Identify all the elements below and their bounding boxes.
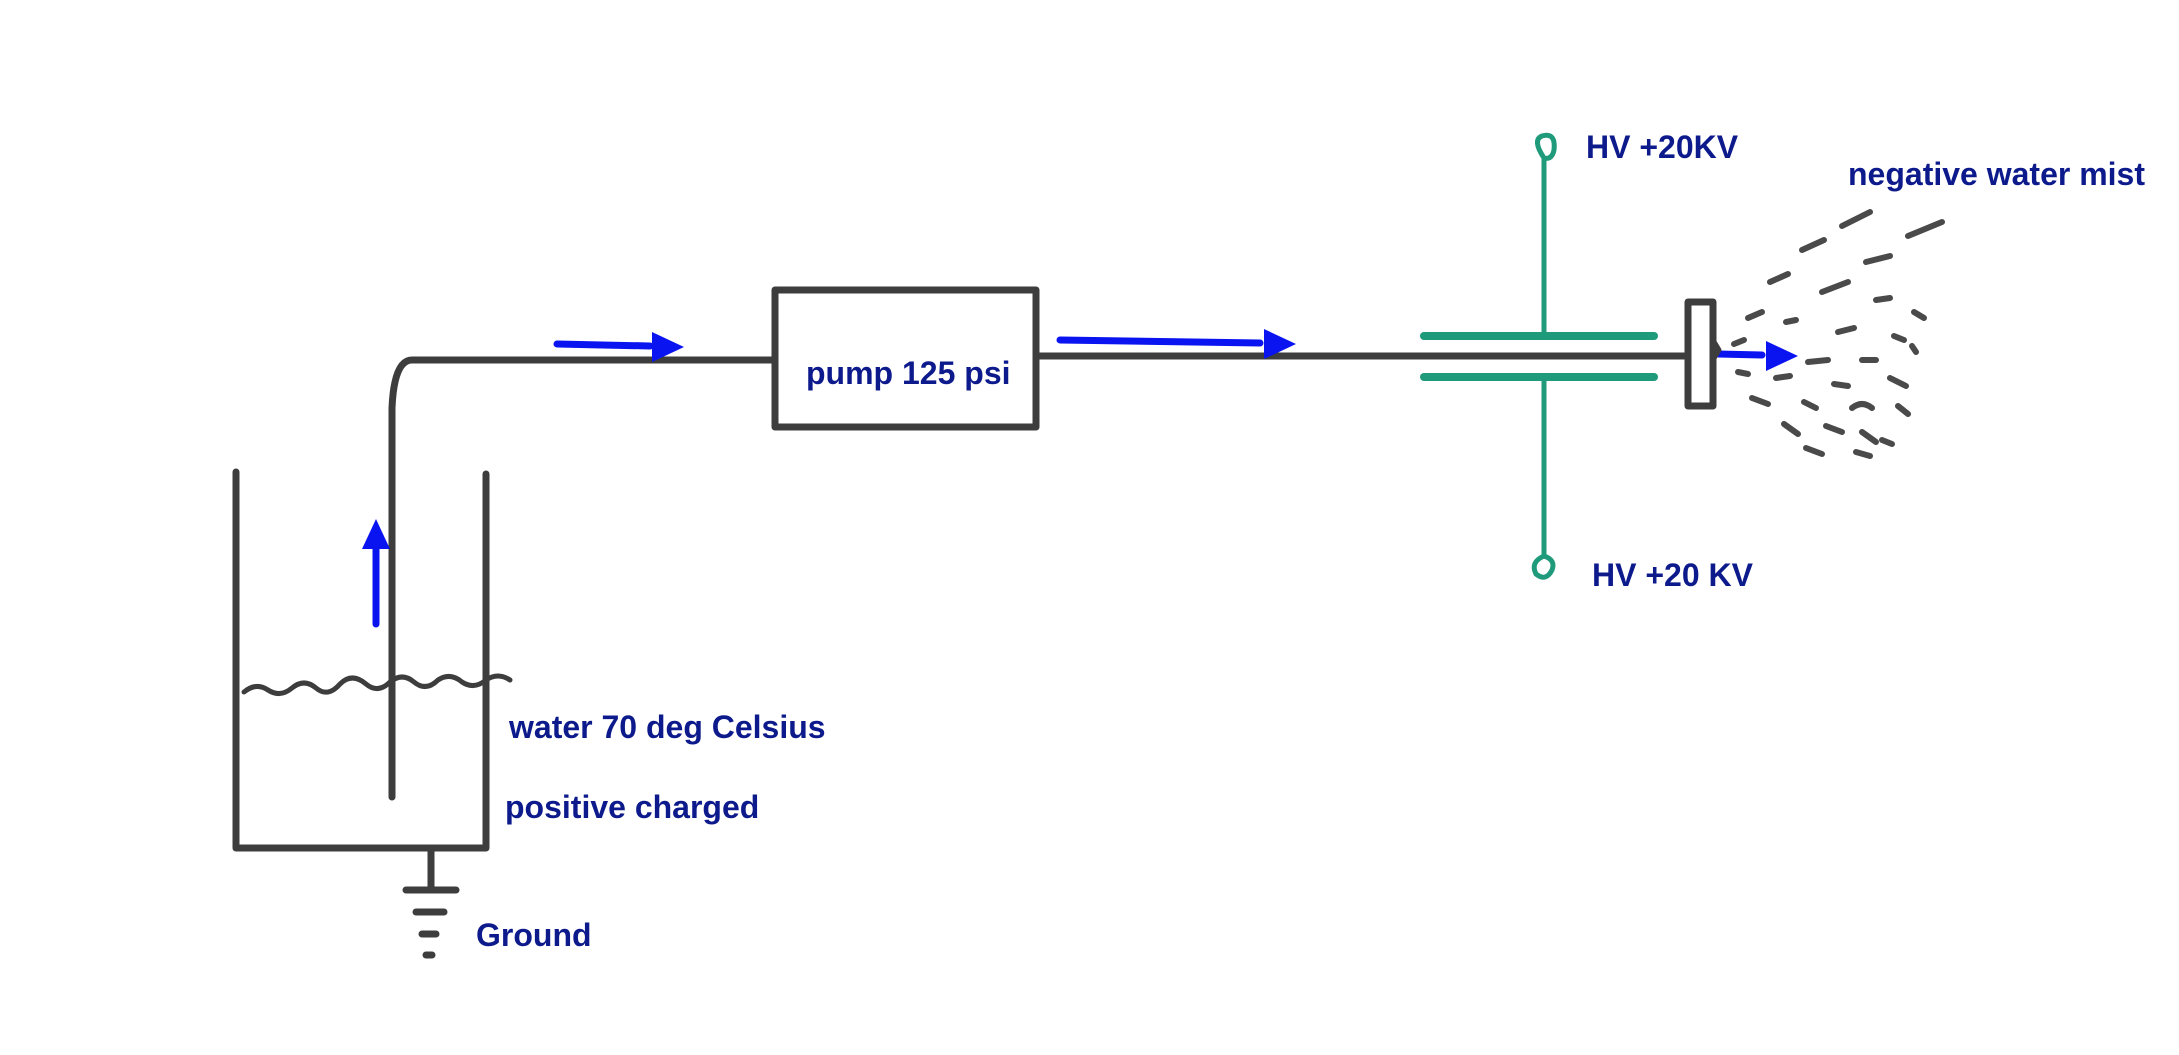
- ground-label: Ground: [476, 917, 592, 953]
- hv-top-label: HV +20KV: [1586, 129, 1739, 165]
- pump-box: pump 125 psi: [771, 286, 1040, 431]
- hv-bottom-label: HV +20 KV: [1592, 557, 1754, 593]
- pump-outline: [771, 286, 1040, 431]
- arrow-icon: [362, 519, 390, 628]
- intake-pipe: [388, 356, 779, 801]
- water-surface: [241, 673, 513, 696]
- mist-label: negative water mist: [1848, 156, 2145, 192]
- arrow-icon: [553, 332, 684, 362]
- water-tank: [232, 468, 513, 852]
- arrow-icon: [1714, 341, 1798, 371]
- nozzle-body: [1684, 298, 1717, 410]
- nozzle: [1684, 298, 1722, 410]
- water-label: water 70 deg Celsius: [508, 709, 826, 745]
- hv-top-terminal: [1535, 132, 1557, 161]
- ground-symbol-icon: [402, 847, 460, 959]
- flow-arrows: [362, 329, 1798, 628]
- tank-walls: [232, 468, 490, 852]
- hv-electrodes: [1420, 132, 1658, 580]
- mist-spray: [1731, 209, 1945, 459]
- pipe-system: [388, 352, 1692, 801]
- arrow-icon: [1056, 329, 1296, 359]
- hv-bottom-terminal: [1531, 553, 1556, 580]
- charge-label: positive charged: [505, 789, 759, 825]
- nozzle-tip: [1710, 337, 1722, 363]
- pump-label: pump 125 psi: [806, 355, 1011, 391]
